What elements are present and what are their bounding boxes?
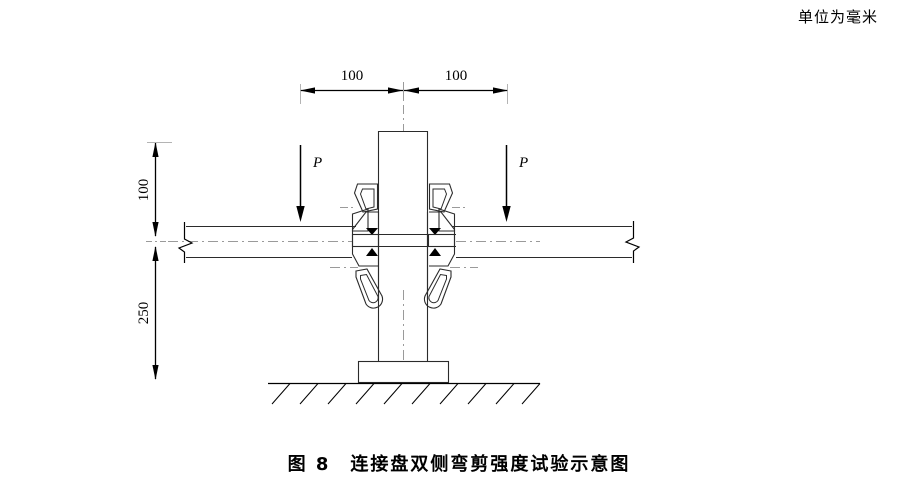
left-dim-label-upper: 100 (136, 179, 152, 202)
left-pin-head-inner (359, 188, 375, 210)
left-dim-label-lower: 250 (136, 302, 152, 325)
left-disc-bracket-top-chamfer (352, 211, 378, 230)
unit-note: 单位为毫米 (797, 8, 878, 26)
top-dim-arrow-right-inner (404, 87, 419, 94)
load-arrow-left-head (296, 206, 305, 222)
ground-hatch-strokes (271, 383, 541, 405)
load-label-right: P (518, 155, 528, 171)
right-wedge-clamp (423, 183, 456, 309)
right-pin-head-outer (428, 183, 454, 213)
base-plate (357, 360, 450, 384)
left-dim-arrow-upper-bottom (152, 222, 159, 237)
left-pin-head-outer (353, 183, 379, 213)
top-dim-label-left: 100 (341, 68, 364, 84)
left-pin-tail-outer (355, 268, 384, 309)
right-wedge-tip-upper (429, 228, 441, 235)
left-dim-arrow-lower-top (152, 246, 159, 261)
right-disc-bracket-top-chamfer (429, 211, 455, 230)
right-pin-head-inner (432, 188, 448, 210)
ledger-break-right (624, 221, 641, 263)
top-dim-arrow-left-inner (388, 87, 403, 94)
ground-hatching (268, 382, 541, 405)
left-wedge-tip-lower (366, 248, 378, 256)
load-arrow-right-head (502, 206, 511, 222)
right-disc-plate (427, 233, 456, 248)
figure-caption: 图 8 连接盘双侧弯剪强度试验示意图 (287, 454, 631, 475)
ledger-break-left (177, 222, 194, 263)
horizontal-ledger-beam (177, 221, 641, 263)
top-dim-label-right: 100 (445, 68, 468, 84)
top-dimension-chain: 100 100 (300, 68, 508, 99)
left-dimension-chain: 100 250 (136, 142, 172, 380)
load-label-left: P (312, 155, 322, 171)
left-disc-plate (351, 233, 380, 248)
left-wedge-tip-upper (366, 228, 378, 235)
right-wedge-body (438, 208, 456, 232)
left-dim-arrow-bottom (152, 365, 159, 380)
centerlines-group (168, 84, 540, 268)
load-arrows-group: P P (296, 145, 528, 222)
left-pin-tail-inner (360, 273, 379, 304)
right-pin-tail-outer (423, 268, 452, 309)
left-dim-arrow-top (152, 142, 159, 157)
left-wedge-body (351, 208, 369, 232)
right-wedge-tip-lower (429, 248, 441, 256)
connection-disc (352, 212, 456, 300)
top-dim-arrow-left-outer (300, 87, 315, 94)
right-pin-tail-inner (428, 273, 447, 304)
top-dim-arrow-right-outer (493, 87, 508, 94)
base-plate-rect (357, 360, 450, 384)
